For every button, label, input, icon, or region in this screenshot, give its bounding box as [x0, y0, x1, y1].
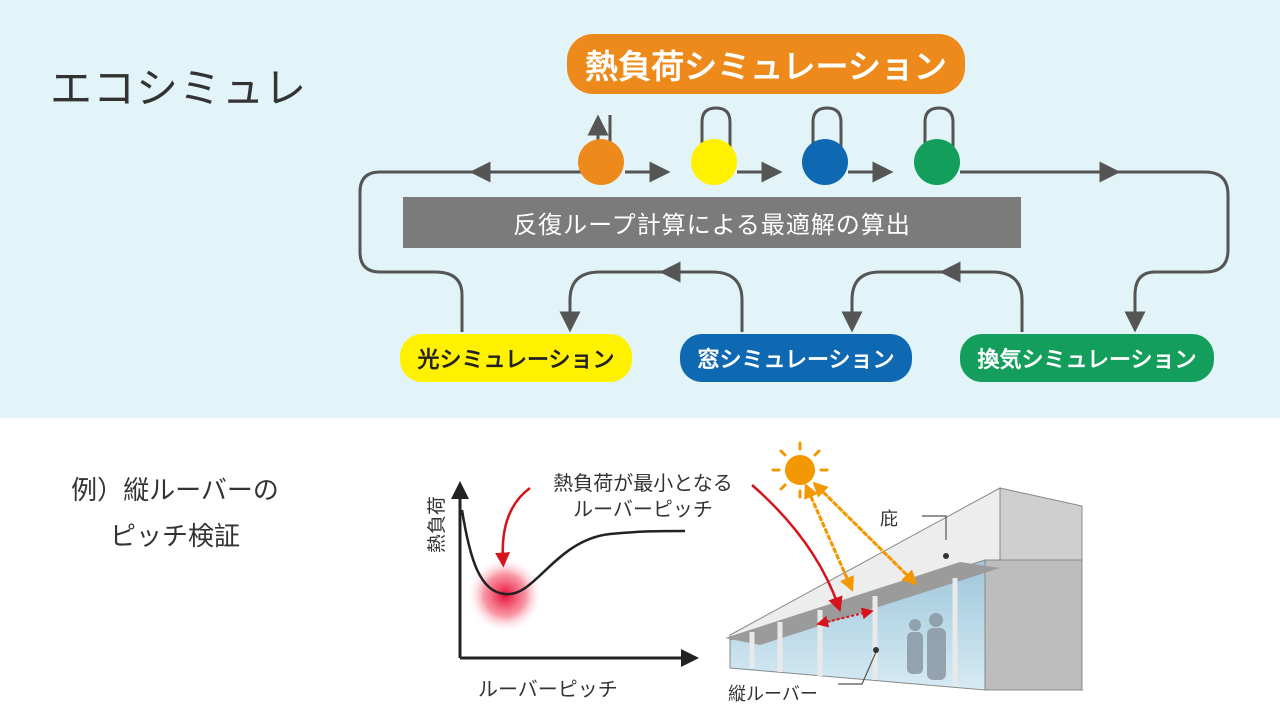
eave-label: 庇	[880, 509, 898, 530]
light-simulation-label: 光シミュレーション	[400, 334, 632, 382]
heat-load-simulation-label: 熱負荷シミュレーション	[567, 34, 965, 94]
louver-label: 縦ルーバー	[728, 684, 818, 705]
example-title-line2: ピッチ検証	[109, 522, 240, 552]
callout-arrow-graph	[495, 486, 531, 568]
loop-calculation-bar: 反復ループ計算による最適解の算出	[403, 197, 1021, 248]
window-simulation-label: 窓シミュレーション	[680, 334, 912, 382]
ventilation-simulation-label: 換気シミュレーション	[960, 334, 1214, 382]
callout-line1: 熱負荷が最小となる	[553, 471, 733, 495]
node-yellow	[691, 139, 737, 185]
heat-load-curve	[460, 509, 686, 596]
node-orange	[578, 139, 624, 185]
example-title-line1: 例）縦ルーバーの	[71, 476, 279, 506]
graph	[451, 481, 699, 667]
x-axis-label: ルーバーピッチ	[478, 677, 618, 701]
minimum-callout: 熱負荷が最小となる ルーバーピッチ	[528, 470, 758, 522]
building-illustration	[725, 484, 1083, 692]
example-title: 例）縦ルーバーの ピッチ検証	[30, 468, 320, 560]
app-title: エコシミュレ	[50, 64, 308, 113]
callout-line2: ルーバーピッチ	[573, 497, 713, 521]
sun-rays	[804, 481, 918, 592]
y-axis-label: 熱負荷	[426, 495, 448, 553]
node-green	[914, 139, 960, 185]
node-blue	[802, 139, 848, 185]
